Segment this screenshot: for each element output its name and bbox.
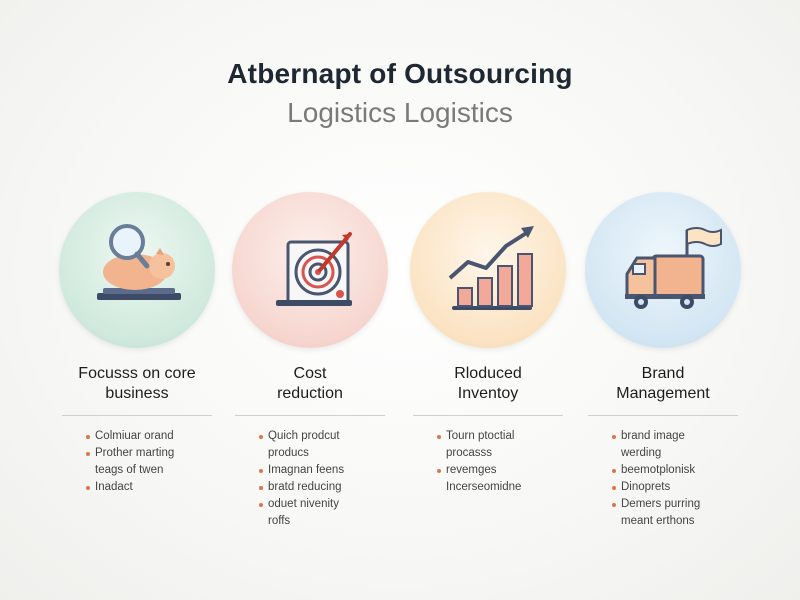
bullet-item: Dinoprets (612, 479, 742, 496)
delivery-truck-flag-icon (625, 227, 722, 309)
benefit-heading: Rloduced Inventoy (454, 365, 522, 402)
piggy-bank-magnifier-icon (97, 224, 181, 300)
bullet-item: Colmiuar orand (86, 428, 216, 445)
bullet-item: Incerseomidne (446, 481, 522, 493)
divider (413, 415, 563, 416)
bullet-item: Imagnan feens (259, 462, 389, 479)
bullet-item: werding (621, 447, 662, 459)
bullet-item: revemges (437, 462, 567, 479)
bullet-item: producs (268, 447, 309, 459)
bullet-item: Inadact (86, 479, 216, 496)
divider (235, 415, 385, 416)
bullet-item: teags of twen (95, 464, 164, 476)
benefit-circle (59, 192, 215, 348)
bullet-item: Demers purring (612, 496, 742, 513)
bullet-item: Prother marting (86, 445, 216, 462)
bullet-item: procasss (446, 447, 493, 459)
benefit-heading: Focusss on core business (78, 365, 196, 402)
divider (62, 415, 212, 416)
bullet-item: bratd reducing (259, 479, 389, 496)
bullet-item: beemotplonisk (612, 462, 742, 479)
bullet-item: oduet nivenity (259, 496, 389, 513)
benefit-circle (232, 192, 388, 348)
bullet-item: Tourn ptoctial (437, 428, 567, 445)
bullet-item: meant erthons (621, 515, 695, 527)
bullet-item: Quich prodcut (259, 428, 389, 445)
bullet-list: Tourn ptoctial procasss revemges Incerse… (437, 428, 567, 496)
bullet-list: brand image werding beemotplonisk Dinopr… (612, 428, 742, 530)
bullet-list: Quich prodcut producs Imagnan feens brat… (259, 428, 389, 530)
divider (588, 415, 738, 416)
bullet-list: Colmiuar orand Prother marting teags of … (86, 428, 216, 496)
bullet-item: roffs (268, 515, 291, 527)
page-subtitle: Logistics Logistics (287, 97, 513, 128)
bullet-item: brand image (612, 428, 742, 445)
benefit-heading: Brand Management (616, 365, 710, 402)
benefit-circle (410, 192, 566, 348)
benefit-circle (585, 192, 741, 348)
target-arrow-icon (276, 232, 352, 306)
page-title: Atbernapt of Outsourcing (227, 58, 573, 89)
rising-bar-chart-icon (448, 226, 534, 310)
benefit-heading: Cost reduction (277, 365, 343, 402)
